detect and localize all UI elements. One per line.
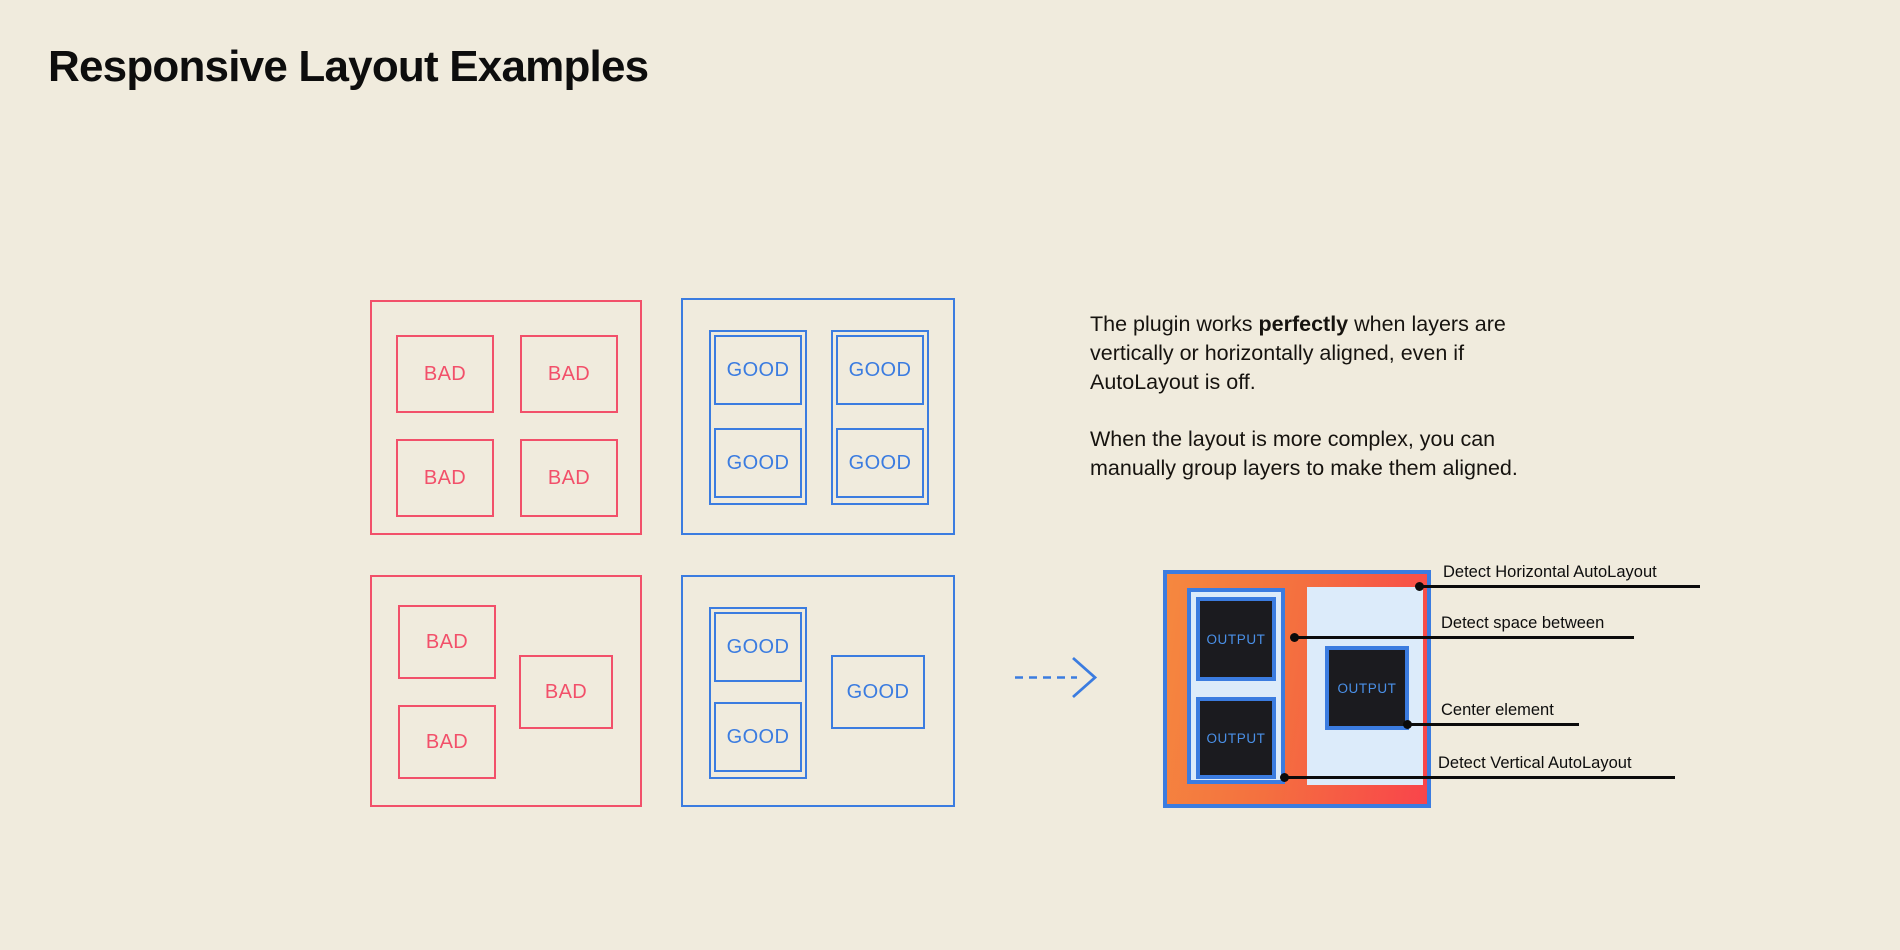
cell-label: BAD bbox=[547, 362, 591, 385]
example-group-good-grid-bottom: GOOD GOOD GOOD bbox=[681, 575, 955, 807]
description-text-block: The plugin works perfectly when layers a… bbox=[1090, 310, 1560, 483]
example-cell-good: GOOD bbox=[714, 428, 802, 498]
example-cell-good: GOOD bbox=[714, 612, 802, 682]
annotated-layout-diagram: OUTPUT OUTPUT OUTPUT bbox=[1163, 570, 1431, 808]
cell-label: BAD bbox=[425, 730, 469, 753]
paragraph-1-pre: The plugin works bbox=[1090, 312, 1259, 336]
cell-label: GOOD bbox=[726, 725, 790, 748]
flow-arrow-icon bbox=[1015, 656, 1098, 699]
diagram-output-box: OUTPUT bbox=[1196, 597, 1276, 681]
paragraph-1-emphasis: perfectly bbox=[1258, 312, 1349, 336]
example-cell-good: GOOD bbox=[831, 655, 925, 729]
example-group-bad-grid-bottom: BAD BAD BAD bbox=[370, 575, 642, 807]
page-title: Responsive Layout Examples bbox=[48, 42, 649, 91]
cell-label: BAD bbox=[544, 680, 588, 703]
flow-arrow bbox=[1015, 655, 1105, 700]
example-cell-bad: BAD bbox=[398, 705, 496, 779]
example-cell-bad: BAD bbox=[396, 439, 494, 517]
example-cell-good: GOOD bbox=[714, 335, 802, 405]
paragraph-1-post: when layers are vertically or horizontal… bbox=[1090, 312, 1506, 394]
example-group-good-grid-top: GOOD GOOD GOOD GOOD bbox=[681, 298, 955, 535]
annotation-leader-line bbox=[1407, 723, 1579, 726]
cell-label: BAD bbox=[425, 630, 469, 653]
example-cell-good: GOOD bbox=[714, 702, 802, 772]
example-cell-bad: BAD bbox=[520, 335, 618, 413]
annotation-label-center-element: Center element bbox=[1441, 701, 1554, 719]
example-group-wrapper-column: GOOD GOOD bbox=[709, 607, 807, 779]
description-paragraph-1: The plugin works perfectly when layers a… bbox=[1090, 310, 1560, 397]
cell-label: GOOD bbox=[848, 451, 912, 474]
annotation-leader-line bbox=[1419, 585, 1700, 588]
cell-label: GOOD bbox=[726, 451, 790, 474]
annotation-leader-line bbox=[1294, 636, 1634, 639]
example-cell-bad: BAD bbox=[519, 655, 613, 729]
output-label: OUTPUT bbox=[1206, 631, 1266, 647]
cell-label: BAD bbox=[423, 466, 467, 489]
annotation-leader-line bbox=[1284, 776, 1675, 779]
diagram-vertical-group-column: OUTPUT OUTPUT bbox=[1187, 588, 1285, 784]
cell-label: GOOD bbox=[726, 635, 790, 658]
output-label: OUTPUT bbox=[1206, 730, 1266, 746]
example-cell-bad: BAD bbox=[396, 335, 494, 413]
example-cell-good: GOOD bbox=[836, 335, 924, 405]
annotation-label-detect-horizontal-autolayout: Detect Horizontal AutoLayout bbox=[1443, 563, 1657, 581]
cell-label: GOOD bbox=[846, 680, 910, 703]
cell-label: GOOD bbox=[848, 358, 912, 381]
example-group-wrapper-column: GOOD GOOD bbox=[831, 330, 929, 505]
cell-label: BAD bbox=[547, 466, 591, 489]
diagram-output-box: OUTPUT bbox=[1196, 697, 1276, 779]
description-paragraph-2: When the layout is more complex, you can… bbox=[1090, 427, 1518, 480]
example-cell-good: GOOD bbox=[836, 428, 924, 498]
annotation-label-detect-vertical-autolayout: Detect Vertical AutoLayout bbox=[1438, 754, 1632, 772]
diagram-output-box-centered: OUTPUT bbox=[1325, 646, 1409, 730]
cell-label: GOOD bbox=[726, 358, 790, 381]
example-group-bad-grid-top: BAD BAD BAD BAD bbox=[370, 300, 642, 535]
annotation-label-detect-space-between: Detect space between bbox=[1441, 614, 1605, 632]
example-group-wrapper-column: GOOD GOOD bbox=[709, 330, 807, 505]
example-cell-bad: BAD bbox=[398, 605, 496, 679]
output-label: OUTPUT bbox=[1337, 680, 1397, 696]
example-cell-bad: BAD bbox=[520, 439, 618, 517]
cell-label: BAD bbox=[423, 362, 467, 385]
